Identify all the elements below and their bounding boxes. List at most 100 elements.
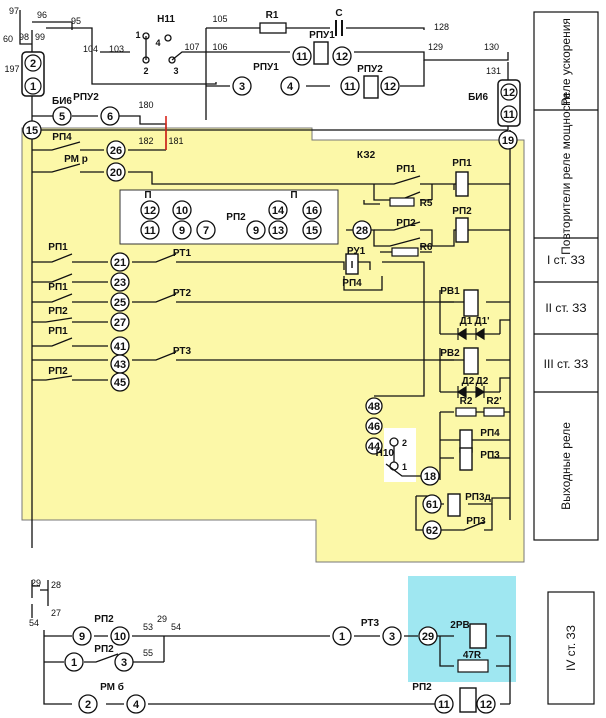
terminal-t28 (352, 220, 372, 240)
component-label: R2 (460, 396, 473, 407)
block-terminal-number: 12 (503, 87, 515, 99)
rpu1-coil (313, 41, 329, 65)
component-label: 29 (157, 614, 167, 624)
h10-lamp (389, 437, 399, 471)
component-label: I (351, 260, 354, 271)
terminal-number: 18 (424, 471, 436, 483)
terminal-sw_16 (302, 200, 322, 220)
terminal-number: 23 (114, 277, 126, 289)
diode-d1 (456, 327, 485, 341)
terminal-sw_9b (246, 220, 266, 240)
component-label: 1 (402, 462, 407, 472)
component-label: 197 (4, 64, 19, 74)
component-label: 104 (83, 44, 98, 54)
terminal-number: 13 (272, 225, 284, 237)
terminal-number: 48 (368, 401, 380, 413)
terminal-number: 4 (287, 81, 294, 93)
component-label: Д1' (474, 316, 489, 327)
terminal-number: 41 (114, 341, 126, 353)
component-label: 2РВ (450, 620, 469, 631)
terminal-rpu2_a (340, 76, 360, 96)
terminal-number: 6 (107, 111, 113, 123)
terminal-number: 9 (79, 631, 85, 643)
r6-resistor (391, 247, 419, 257)
component-label: С (335, 8, 342, 19)
component-label: РП2 (452, 206, 472, 217)
terminal-number: 1 (71, 657, 77, 669)
terminal-number: 45 (114, 377, 126, 389)
component-label: РТ1 (173, 248, 192, 259)
terminal-t18 (420, 466, 440, 486)
terminal-number: 11 (296, 51, 308, 63)
terminal-number: 9 (253, 225, 259, 237)
component-label: 103 (109, 44, 124, 54)
r5-resistor (389, 197, 415, 207)
component-label: 129 (428, 42, 443, 52)
terminal-number: 61 (426, 499, 438, 511)
rp2-coil (455, 217, 469, 243)
component-label: 95 (71, 16, 81, 26)
terminal-number: 11 (344, 81, 356, 93)
rv2-bottom-coil (469, 623, 487, 649)
n11-switch (142, 32, 176, 64)
terminal-number: 3 (121, 657, 127, 669)
component-label: РВ1 (440, 286, 460, 297)
terminal-t45 (110, 372, 130, 392)
component-label: РП3 (466, 516, 486, 527)
terminal-number: 7 (203, 225, 209, 237)
component-label: РП1 (452, 158, 472, 169)
terminal-number: 15 (26, 125, 38, 137)
terminal-number: 12 (384, 81, 396, 93)
component-label: 1 (135, 30, 140, 40)
terminal-number: 29 (422, 631, 434, 643)
terminal-number: 28 (356, 225, 368, 237)
component-label: 97 (9, 6, 19, 16)
block-terminal-number: 1 (30, 81, 36, 93)
component-label: Д2 (476, 376, 489, 387)
legend-output_relays: Выходные реле (559, 422, 573, 510)
terminal-number: 16 (306, 205, 318, 217)
terminal-t29 (418, 626, 438, 646)
terminal-number: 12 (336, 51, 348, 63)
component-label: Д2 (462, 376, 475, 387)
component-label: РП4 (342, 278, 362, 289)
component-label: РПУ1 (253, 62, 279, 73)
component-label: R1 (266, 10, 279, 21)
terminal-number: 15 (306, 225, 318, 237)
component-label: РП2 (412, 682, 432, 693)
component-label: РП1 (48, 242, 68, 253)
r1-resistor (259, 22, 287, 34)
terminal-sw_9 (172, 220, 192, 240)
component-label: 54 (171, 622, 181, 632)
component-label: 105 (212, 14, 227, 24)
component-label: Н10 (376, 448, 395, 459)
component-label: РПУ2 (73, 92, 99, 103)
component-label: 60 (3, 34, 13, 44)
rp3d-coil (447, 493, 461, 517)
legend-power_repeaters: Повторители реле мощности (559, 93, 573, 255)
terminal-t4 (126, 694, 146, 714)
terminal-number: 1 (339, 631, 345, 643)
rv1-coil (463, 289, 479, 317)
component-label: РП2 (94, 614, 114, 625)
terminal-sw_15 (302, 220, 322, 240)
rp2-bottom-coil (459, 687, 477, 713)
terminal-number: 21 (114, 257, 126, 269)
component-label: 54 (29, 618, 39, 628)
terminal-number: 2 (85, 699, 91, 711)
terminal-number: 25 (114, 297, 126, 309)
terminal-rpu1_b (332, 46, 352, 66)
block-terminal-number: 2 (30, 58, 36, 70)
terminal-number: 14 (272, 205, 285, 217)
terminal-rpu1_c4 (280, 76, 300, 96)
component-label: БИ6 (52, 96, 72, 107)
terminal-t11 (434, 694, 454, 714)
component-label: 2 (143, 66, 148, 76)
terminal-rpu2_c6 (100, 106, 120, 126)
legend-stage3: III ст. ЗЗ (544, 357, 589, 371)
terminal-t27 (110, 312, 130, 332)
h10-panel (384, 428, 416, 482)
component-label: 106 (212, 42, 227, 52)
terminal-number: 44 (368, 441, 381, 453)
